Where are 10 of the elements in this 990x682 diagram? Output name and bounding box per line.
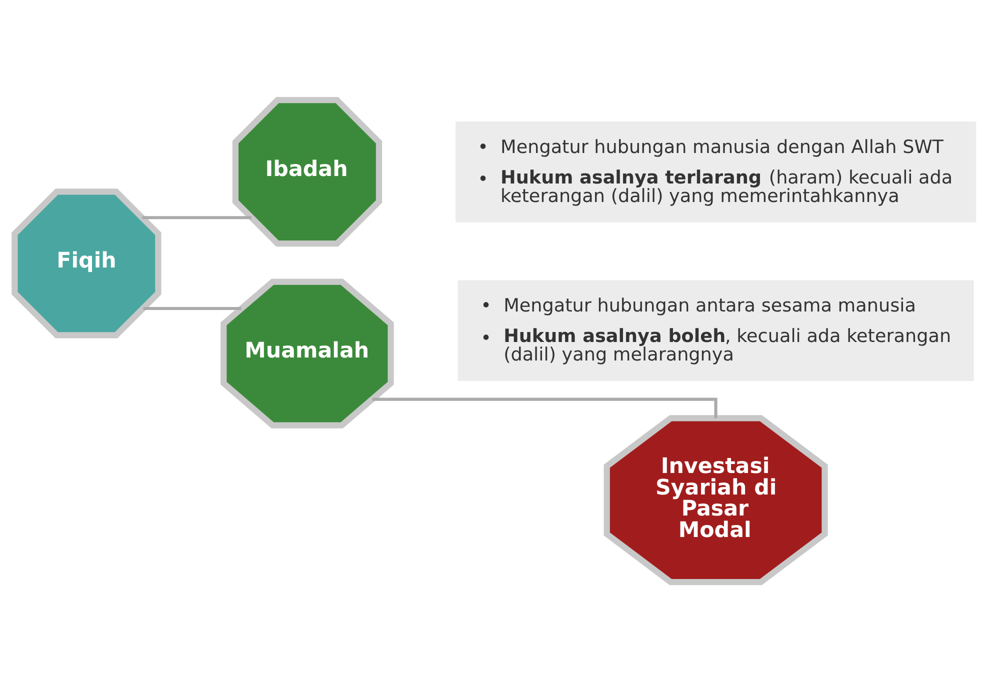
connector (143, 306, 242, 310)
label: • (478, 136, 488, 158)
node-label: Hukum asalnya terlarang (haram) kecuali ada keterangan (dalil) yang memerintahkannya (500, 167, 953, 207)
label: • (480, 296, 492, 317)
label: • (478, 168, 488, 190)
node-label: Hukum asalnya boleh, kecuali ada keterangan (dalil) yang melarangnya (504, 326, 952, 366)
node-label: Mengatur hubungan manusia dengan Allah SWT (500, 136, 944, 158)
connector (142, 216, 252, 220)
node-label: Mengatur hubungan antara sesama manusia (504, 296, 916, 317)
label: • (480, 328, 492, 349)
